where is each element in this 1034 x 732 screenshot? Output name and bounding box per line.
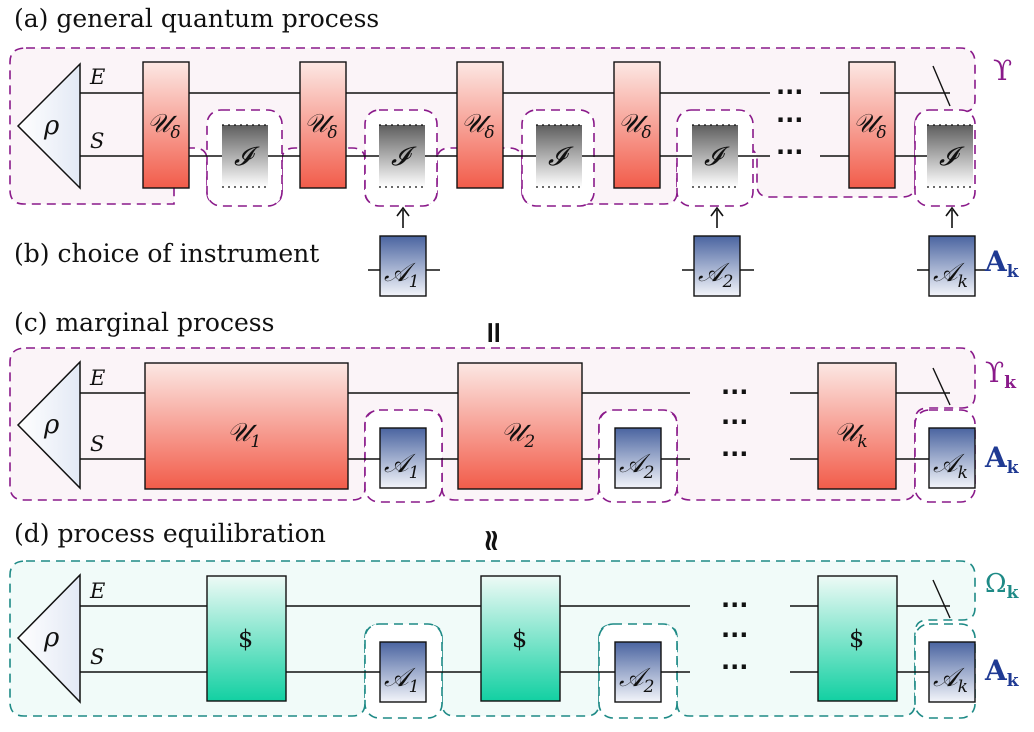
- instrument-label-c: Ak: [984, 441, 1020, 478]
- unitary-c-2: 𝒰2: [457, 362, 583, 490]
- rho-label-d: ρ: [43, 623, 60, 653]
- env-label-d: E: [89, 579, 105, 603]
- svg-text:$: $: [512, 625, 527, 653]
- rho-label-c: ρ: [43, 410, 60, 440]
- ellipsis-a-mid: ···: [776, 106, 803, 134]
- caption-b: (b) choice of instrument: [14, 239, 319, 268]
- unitary-a-4: 𝒰δ: [613, 61, 661, 189]
- state-triangle-c: [16, 360, 81, 490]
- unitary-c-1: 𝒰1: [144, 362, 349, 490]
- caption-c: (c) marginal process: [14, 308, 274, 337]
- svg-text:𝒜k: 𝒜k: [933, 449, 968, 483]
- instrument-label-b: Ak: [984, 245, 1020, 282]
- process-symbol-c: ϒk: [985, 356, 1017, 393]
- ellipsis-d-env: ···: [721, 591, 748, 619]
- instrument-d-2: 𝒜2: [614, 641, 662, 703]
- ellipsis-c-env: ···: [721, 378, 748, 406]
- rho-label-a: ρ: [43, 111, 60, 141]
- identity-a-4: 𝓘: [692, 124, 738, 188]
- unitary-a-2: 𝒰δ: [299, 61, 347, 189]
- unitary-a-3: 𝒰δ: [456, 61, 504, 189]
- instrument-c-2: 𝒜2: [614, 427, 662, 489]
- instrument-b-2: 𝒜2: [682, 235, 754, 297]
- process-symbol-a: ϒ: [993, 54, 1012, 87]
- channel-d-3: $: [817, 575, 898, 702]
- ellipsis-a-env: ···: [776, 78, 803, 106]
- approx-sign: ≈: [474, 528, 509, 553]
- instrument-d-3: 𝒜k: [928, 641, 976, 703]
- instrument-c-3: 𝒜k: [928, 427, 976, 489]
- channel-d-1: $: [206, 575, 287, 702]
- sys-label-d: S: [90, 645, 104, 669]
- arrows-b: [396, 206, 959, 228]
- ellipsis-c-mid: ···: [721, 408, 748, 436]
- svg-text:𝒜1: 𝒜1: [384, 663, 419, 697]
- ellipsis-d-mid: ···: [721, 621, 748, 649]
- instrument-b-1: 𝒜1: [368, 235, 440, 297]
- ellipsis-c-sys: ···: [721, 440, 748, 468]
- unitary-a-5: 𝒰δ: [848, 61, 896, 189]
- channel-d-2: $: [480, 575, 561, 702]
- env-label-a: E: [89, 65, 105, 89]
- ellipsis-a-sys: ···: [776, 138, 803, 166]
- instrument-label-d: Ak: [984, 654, 1020, 691]
- ellipsis-d-sys: ···: [721, 653, 748, 681]
- instrument-d-1: 𝒜1: [379, 641, 427, 703]
- identity-a-1: 𝓘: [222, 124, 268, 188]
- identity-a-5: 𝓘: [927, 124, 973, 188]
- svg-text:$: $: [849, 625, 864, 653]
- instrument-c-1: 𝒜1: [379, 427, 427, 489]
- svg-text:$: $: [238, 625, 253, 653]
- unitary-a-1: 𝒰δ: [142, 61, 190, 189]
- state-triangle-d: [16, 573, 81, 704]
- instrument-b-3: 𝒜k: [917, 235, 987, 297]
- state-triangle-a: [16, 62, 81, 190]
- sys-label-c: S: [90, 432, 104, 456]
- unitary-c-3: 𝒰k: [817, 362, 897, 490]
- identity-a-3: 𝓘: [536, 124, 582, 188]
- caption-a: (a) general quantum process: [14, 4, 379, 33]
- sys-label-a: S: [90, 129, 104, 153]
- env-label-c: E: [89, 366, 105, 390]
- process-symbol-d: Ωk: [985, 569, 1020, 603]
- identity-a-2: 𝓘: [379, 124, 425, 188]
- equal-sign: =: [476, 320, 511, 345]
- caption-d: (d) process equilibration: [14, 519, 326, 548]
